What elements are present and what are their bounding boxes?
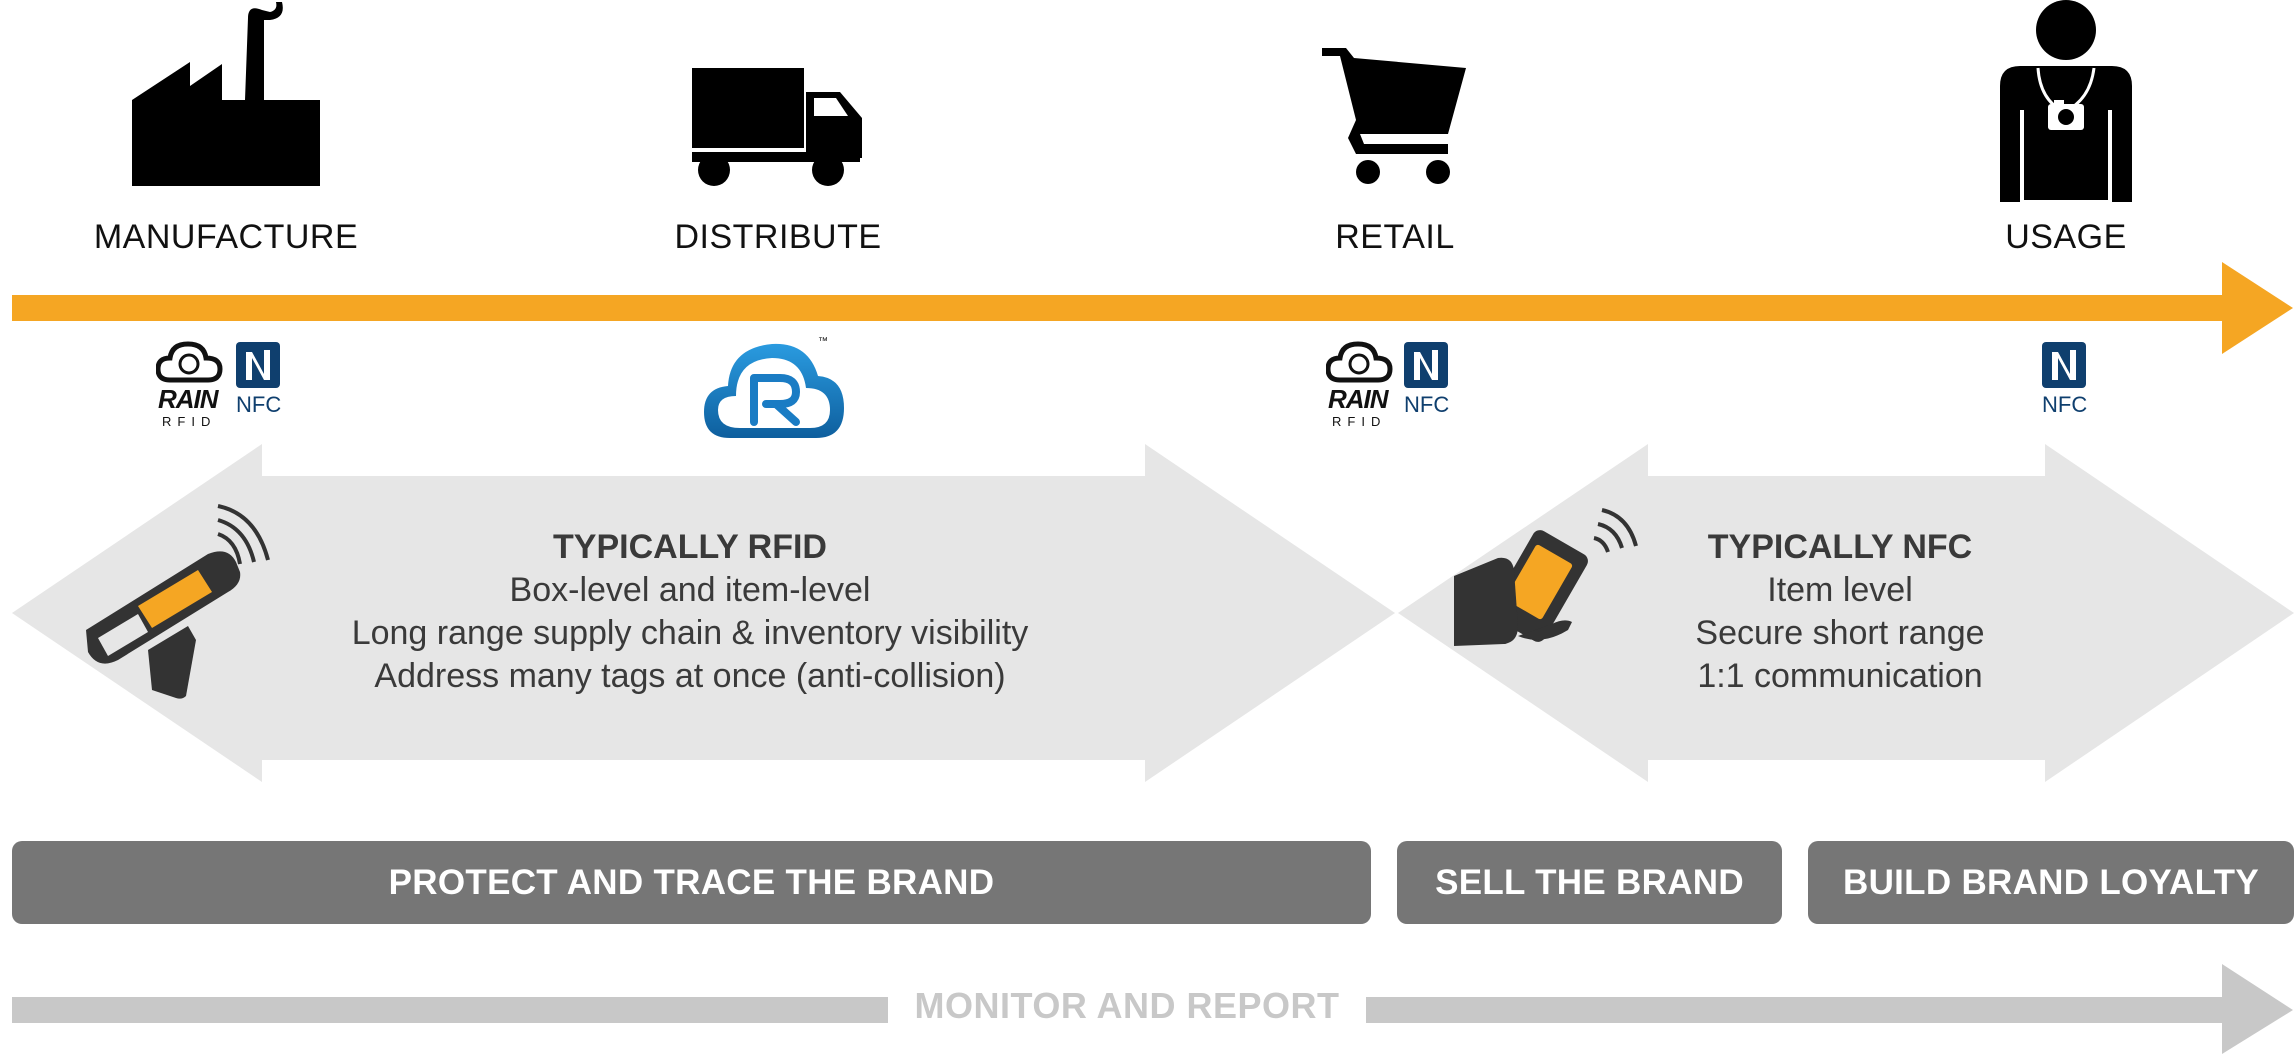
nfc-phone-icon — [1454, 508, 1638, 646]
rain-rfid-logo-retail: RAIN RFID — [1325, 340, 1396, 432]
nfc-logo: NFC — [234, 340, 294, 420]
monitor-report-label: MONITOR AND REPORT — [914, 985, 1340, 1026]
monitor-report-arrow — [12, 964, 2293, 1054]
cloud-r-logo: ™ — [704, 336, 844, 438]
timeline-arrow — [12, 262, 2293, 354]
nfc-line-1: Item level — [1767, 571, 1913, 609]
nfc-heading: TYPICALLY NFC — [1707, 528, 1973, 566]
rain-rfid-logo: RAIN RFID — [155, 340, 226, 432]
build-loyalty-bar: BUILD BRAND LOYALTY — [1808, 841, 2294, 924]
nfc-info-block: TYPICALLY NFC Item level Secure short ra… — [1600, 526, 2080, 698]
rfid-word: RFID — [1332, 414, 1387, 429]
nfc-word: NFC — [236, 392, 282, 417]
nfc-n-icon — [2042, 342, 2086, 388]
person-with-camera-icon — [2000, 0, 2132, 202]
rfid-line-2: Long range supply chain & inventory visi… — [351, 614, 1029, 652]
rain-word: RAIN — [1328, 384, 1389, 414]
nfc-word: NFC — [1404, 392, 1450, 417]
nfc-line-3: 1:1 communication — [1697, 657, 1983, 695]
rfid-range-arrow — [12, 444, 1395, 782]
rfid-word: RFID — [162, 414, 217, 429]
stage-label-usage: USAGE — [2005, 218, 2127, 256]
shopping-cart-icon — [1322, 48, 1466, 184]
factory-icon — [132, 2, 320, 186]
rfid-heading: TYPICALLY RFID — [553, 528, 827, 566]
stage-label-retail: RETAIL — [1335, 218, 1455, 256]
nfc-logo-retail: NFC — [1402, 340, 1462, 420]
rfid-line-3: Address many tags at once (anti-collisio… — [374, 657, 1006, 695]
rfid-line-1: Box-level and item-level — [509, 571, 871, 609]
nfc-range-arrow — [1398, 444, 2294, 782]
nfc-logo-usage: NFC — [2040, 340, 2100, 420]
rfid-info-block: TYPICALLY RFID Box-level and item-level … — [300, 526, 1080, 698]
rfid-reader-icon — [86, 504, 270, 699]
rain-word: RAIN — [158, 384, 219, 414]
stage-label-manufacture: MANUFACTURE — [93, 218, 359, 256]
tm-mark: ™ — [818, 336, 828, 347]
nfc-n-icon — [1404, 342, 1448, 388]
rain-cloud-icon — [155, 341, 223, 383]
rain-cloud-icon — [1325, 341, 1393, 383]
nfc-word: NFC — [2042, 392, 2088, 417]
nfc-line-2: Secure short range — [1695, 614, 1985, 652]
protect-brand-bar: PROTECT AND TRACE THE BRAND — [12, 841, 1371, 924]
sell-brand-bar: SELL THE BRAND — [1397, 841, 1782, 924]
truck-icon — [692, 68, 862, 186]
stage-label-distribute: DISTRIBUTE — [674, 218, 882, 256]
nfc-n-icon — [236, 342, 280, 388]
